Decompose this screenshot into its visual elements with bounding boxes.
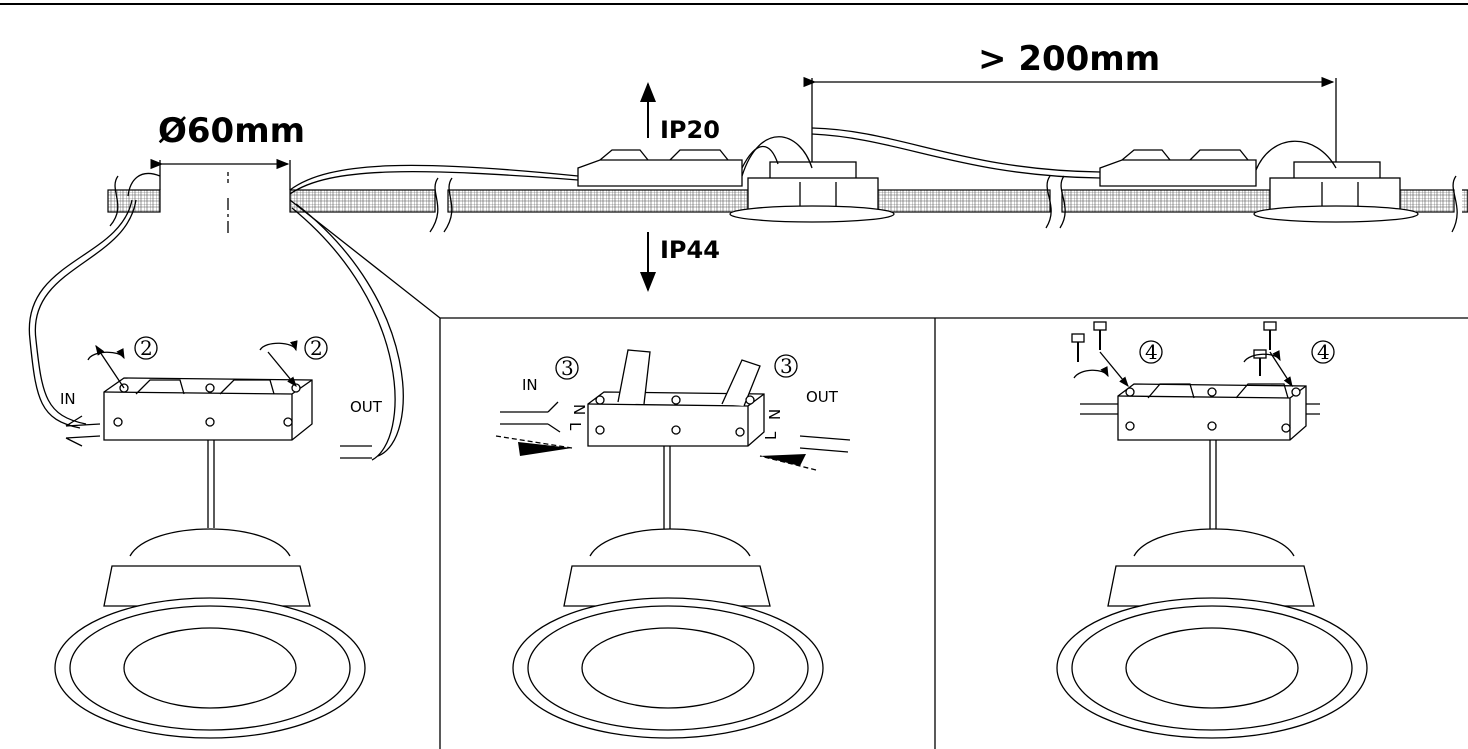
installed-luminaire-2 [1099,140,1419,223]
ceiling-section [107,172,1468,236]
panel-frames [289,199,1468,749]
panel-step-3: IN OUT N L N L 3 3 [495,349,851,739]
panel-1-out-label: OUT [350,398,383,416]
installed-luminaire-1 [577,136,895,223]
panel-1-step-right: 2 [310,336,323,360]
screw-icon [1071,321,1277,376]
ip-rating-markers: IP20 IP44 [640,82,720,292]
cutout-diameter-label: Ø60mm [158,111,305,151]
panel-1-in-label: IN [60,390,76,408]
panel-2-terminal-right-n: N [766,409,784,420]
spacing-dimension: > 200mm [803,39,1337,178]
panel-step-4: 4 4 [1056,321,1368,739]
panel-2-out-label: OUT [806,388,839,406]
panel-3-step-right: 4 [1317,340,1330,364]
panel-2-terminal-left-l: L [566,422,584,431]
panel-2-step-right: 3 [780,354,793,378]
panel-2-in-label: IN [522,376,538,394]
ip-above-label: IP20 [660,116,720,144]
panel-1-step-left: 2 [140,336,153,360]
cutout-dimension: Ø60mm [150,111,305,190]
panel-step-2: IN OUT 2 2 [28,199,404,739]
panel-2-terminal-right-l: L [762,431,780,440]
panel-2-terminal-left-n: N [570,404,588,415]
panel-3-step-left: 4 [1145,340,1158,364]
panel-2-step-left: 3 [561,356,574,380]
spacing-label: > 200mm [978,39,1160,79]
ip-below-label: IP44 [660,236,720,264]
ceiling-cables [127,127,1101,197]
